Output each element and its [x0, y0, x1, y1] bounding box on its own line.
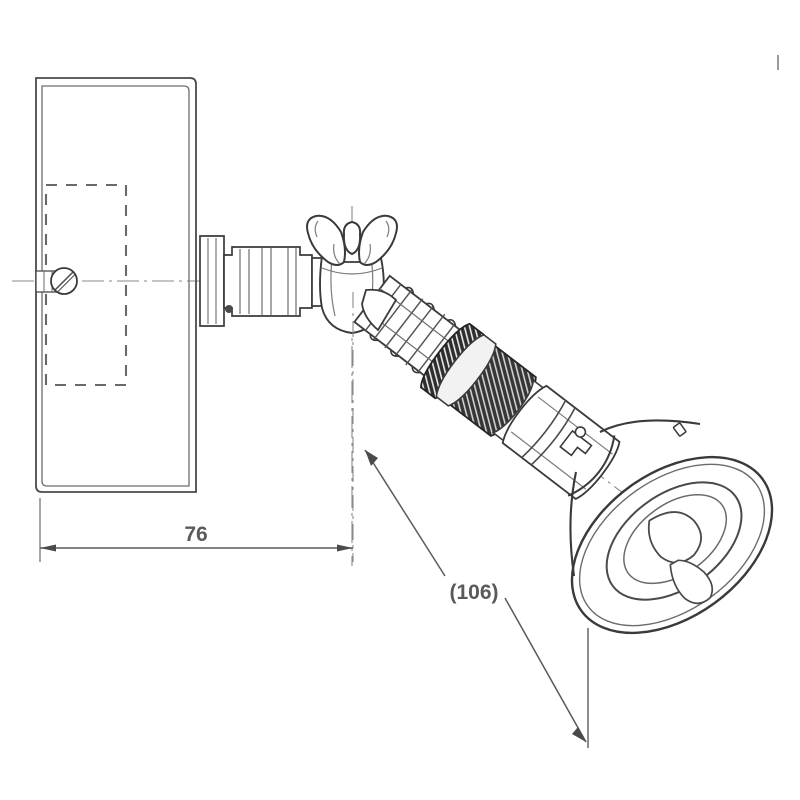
- arrowhead-left: [40, 544, 56, 552]
- dimension-line-106-lower: [504, 597, 587, 743]
- slotted-screw-head: [35, 267, 78, 295]
- dimension-label-76: 76: [184, 523, 207, 546]
- collar-detail-dot: [225, 305, 233, 313]
- ribbed-collar: [223, 246, 313, 317]
- arrowhead-right: [337, 544, 353, 552]
- knurled-grip-ring: [420, 322, 546, 443]
- ribbed-collar-ribs: [239, 248, 297, 315]
- arrowhead-106-end: [572, 727, 586, 742]
- wing-handle-shading: [314, 220, 390, 265]
- wing-handle: [306, 214, 398, 266]
- dimension-label-106: (106): [449, 581, 498, 604]
- dimension-line-106-upper: [364, 449, 446, 577]
- wall-plate: [35, 77, 197, 493]
- cone-top-nub: [672, 422, 687, 437]
- spray-cone-walls: [569, 419, 701, 577]
- valve-outlet-elbow: [361, 288, 398, 332]
- dimension-76: 76: [39, 292, 354, 562]
- spray-cone-head: [570, 455, 774, 635]
- arrowhead-106-start: [365, 450, 378, 466]
- dimension-106: (106): [364, 449, 589, 748]
- pipe-flange: [199, 235, 225, 327]
- nozzle-barrel: [501, 384, 621, 501]
